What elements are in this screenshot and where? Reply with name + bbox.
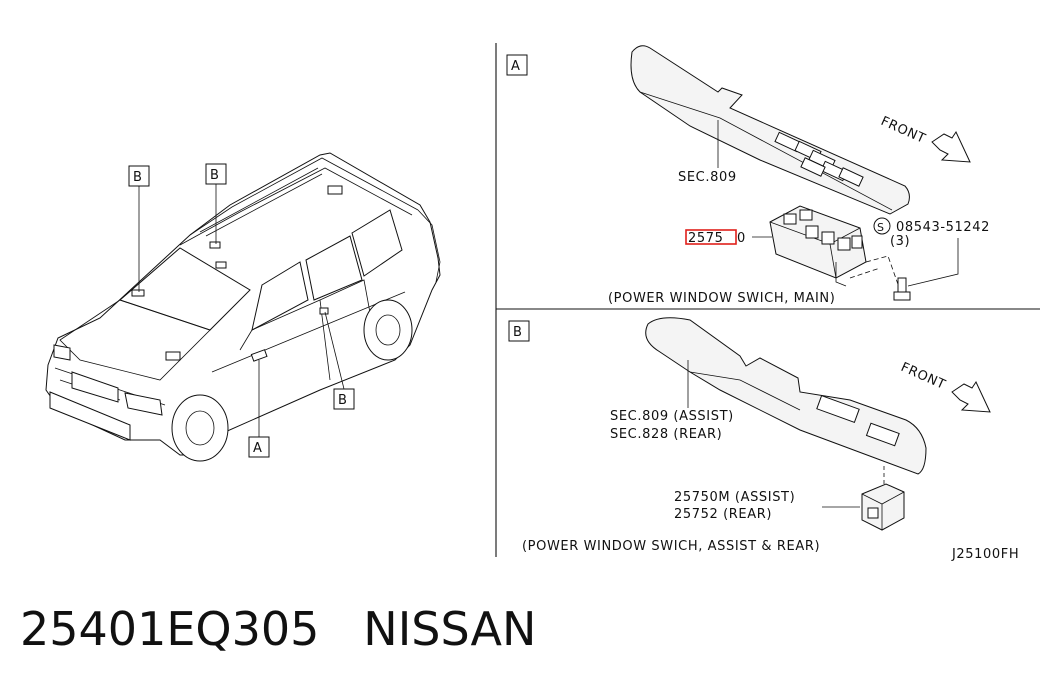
finisher-assist — [645, 317, 927, 475]
brand-name: NISSAN — [363, 602, 537, 656]
switch-part-rest: 0 — [737, 231, 746, 246]
finisher-main — [630, 45, 910, 215]
callout-b-rear-door-label: B — [338, 393, 347, 408]
section-b: B SEC.809 (ASSIST) SEC.828 (REAR) FRONT … — [508, 317, 991, 554]
front-arrow-b — [951, 380, 991, 413]
front-label-a: FRONT — [878, 114, 927, 147]
finisher-ref-assist: SEC.809 (ASSIST) — [610, 409, 734, 424]
bolt-part-number: 08543-51242 — [896, 220, 990, 235]
screw-icon — [893, 277, 911, 301]
switch-part-highlight-box — [685, 229, 737, 245]
callout-b-rear-door: B — [324, 311, 355, 410]
part-number: 25401EQ305 — [20, 602, 320, 656]
switch-part-highlight: 2575 — [688, 231, 723, 246]
callout-b-roof-right-label: B — [210, 168, 219, 183]
main-switch — [769, 205, 867, 287]
front-arrow-a — [931, 130, 971, 163]
callout-b-roof-left-label: B — [133, 170, 142, 185]
section-a: A SEC.809 FRONT — [506, 45, 990, 306]
bolt-symbol: S — [877, 221, 885, 234]
vehicle-illustration — [45, 152, 441, 462]
assist-switch — [861, 483, 905, 531]
finisher-ref-rear: SEC.828 (REAR) — [610, 427, 722, 442]
finisher-ref-label: SEC.809 — [678, 170, 737, 185]
section-a-tag: A — [511, 59, 520, 74]
drawing-code: J25100FH — [951, 547, 1019, 562]
switch-part-rear: 25752 (REAR) — [674, 507, 772, 522]
section-b-tag: B — [513, 325, 522, 340]
caption-main: (POWER WINDOW SWICH, MAIN) — [608, 291, 835, 306]
callout-a-front-door: A — [248, 360, 270, 458]
switch-part-assist: 25750M (ASSIST) — [674, 490, 795, 505]
callout-b-roof-left: B — [128, 165, 150, 292]
caption-assist-rear: (POWER WINDOW SWICH, ASSIST & REAR) — [522, 539, 820, 554]
callout-a-front-door-label: A — [253, 441, 262, 456]
part-caption: 25401EQ305 NISSAN — [20, 598, 720, 660]
front-label-b: FRONT — [898, 360, 947, 393]
callout-b-roof-right: B — [205, 163, 227, 244]
bolt-quantity: (3) — [890, 234, 910, 249]
